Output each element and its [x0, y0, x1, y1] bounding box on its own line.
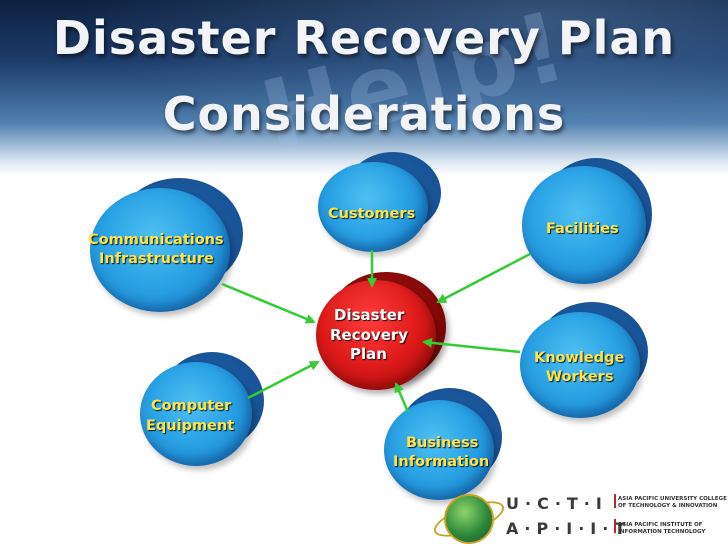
communications-infrastructure-node: [90, 188, 230, 312]
logo-caption-2-line1: ASIA PACIFIC INSTITUTE OF: [618, 522, 703, 528]
globe-icon: [444, 494, 494, 544]
logo-divider-1: [614, 494, 616, 508]
center-label-line3: Plan: [350, 345, 387, 363]
knowledge-label-line2: Workers: [546, 369, 614, 385]
header-background: [0, 0, 728, 175]
knowledge-workers-node: [520, 312, 640, 418]
center-label-line2: Recovery: [330, 326, 409, 344]
arrow-computer: [247, 360, 320, 400]
center-label-line1: Disaster: [334, 306, 405, 324]
facilities-label: Facilities: [546, 221, 619, 237]
arrow-knowledge: [422, 337, 521, 354]
header-shade: [0, 0, 728, 175]
computer-label-line2: Equipment: [146, 418, 235, 434]
logo-caption-2-line2: INFORMATION TECHNOLOGY: [618, 529, 706, 535]
logo-apiit-text: A·P·I·I·T: [506, 519, 632, 538]
disaster-recovery-plan-node: [316, 280, 436, 390]
uctii-apiit-logo: U·C·T·I A·P·I·I·T ASIA PACIFIC UNIVERSIT…: [429, 486, 728, 546]
logo-uctii-text: U·C·T·I: [506, 494, 608, 513]
knowledge-label-line1: Knowledge: [534, 350, 625, 366]
customers-label: Customers: [328, 206, 416, 222]
business-label-line1: Business: [406, 435, 479, 451]
business-information-node: [384, 400, 494, 500]
facilities-node: [522, 166, 646, 284]
arrow-communications: [221, 282, 316, 324]
logo-divider-2: [614, 519, 616, 533]
slide-title-line2: Considerations: [162, 87, 566, 141]
logo-caption-1: ASIA PACIFIC UNIVERSITY COLLEGE OF TECHN…: [618, 496, 727, 510]
arrow-business: [394, 382, 410, 413]
logo-caption-1-line2: OF TECHNOLOGY & INNOVATION: [618, 503, 718, 509]
logo-caption-2: ASIA PACIFIC INSTITUTE OF INFORMATION TE…: [618, 522, 705, 536]
logo-caption-1-line1: ASIA PACIFIC UNIVERSITY COLLEGE: [618, 496, 727, 502]
communications-label-line2: Infrastructure: [99, 251, 214, 267]
computer-label-line1: Computer: [151, 398, 232, 414]
slide-title-line1: Disaster Recovery Plan: [52, 11, 676, 65]
arrow-facilities: [436, 252, 531, 304]
communications-label-line1: Communications: [88, 232, 224, 248]
customers-node: [318, 162, 428, 252]
computer-equipment-node: [140, 362, 252, 466]
business-label-line2: Information: [393, 454, 490, 470]
